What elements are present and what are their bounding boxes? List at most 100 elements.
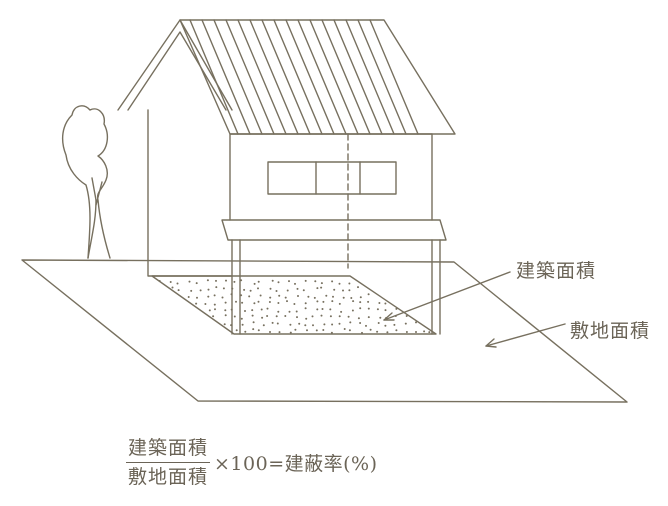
stipple-dot [243, 288, 246, 291]
stipple-dot [321, 308, 324, 310]
stipple-dot [231, 287, 234, 290]
stipple-dot [235, 329, 238, 332]
stipple-dot [361, 331, 363, 334]
stipple-dot [331, 300, 334, 303]
site-area-arrow [485, 323, 566, 348]
stipple-dot [257, 280, 260, 283]
site-area-label: 敷地面積 [570, 320, 651, 342]
stipple-dot [262, 324, 265, 327]
stipple-dot [367, 293, 370, 296]
stipple-dot [277, 310, 280, 313]
stipple-dot [296, 316, 298, 319]
stipple-dot [338, 282, 341, 285]
stipple-dot [235, 300, 237, 303]
stipple-dot [215, 286, 218, 289]
stipple-dot [187, 296, 190, 298]
stipple-dot [268, 301, 271, 303]
stipple-dot [223, 323, 226, 326]
stipple-dot [233, 315, 236, 318]
stipple-dot [289, 323, 292, 326]
stipple-dot [213, 303, 216, 306]
stipple-dot [213, 294, 216, 297]
stipple-dot [288, 310, 291, 313]
stipple-dot [257, 329, 260, 332]
stipple-dot [240, 317, 243, 320]
stipple-dot [348, 282, 351, 285]
stipple-dot [284, 315, 287, 317]
stipple-dot [405, 331, 408, 333]
stipple-dot [376, 330, 379, 333]
stipple-dot [379, 316, 382, 319]
stipple-dot [332, 295, 334, 298]
stipple-dot [312, 324, 314, 327]
stipple-dot [230, 308, 233, 311]
stipple-dot [367, 300, 370, 303]
stipple-dot [307, 295, 310, 298]
stipple-dot [188, 280, 191, 283]
stipple-dot [331, 323, 334, 326]
stipple-dot [359, 296, 362, 299]
fraction-bar [126, 462, 211, 464]
stipple-dot [316, 300, 319, 303]
stipple-dot [275, 315, 278, 318]
stipple-dot [367, 307, 370, 310]
stipple-dot [304, 302, 307, 305]
coverage-ratio-formula: 建築面積 敷地面積 ×100=建蔽率(%) [126, 436, 378, 489]
stipple-dot [357, 286, 359, 289]
stipple-dot [251, 314, 254, 317]
stipple-dot [221, 296, 224, 299]
stipple-dot [253, 282, 256, 285]
stipple-dot [357, 317, 360, 320]
stipple-dot [306, 329, 308, 332]
stipple-dot [271, 279, 274, 282]
stipple-dot [269, 296, 272, 299]
stipple-dot [323, 323, 326, 326]
stipple-dot [405, 315, 408, 317]
stipple-dot [376, 308, 379, 311]
window [267, 161, 397, 195]
stipple-dot [305, 317, 308, 320]
stipple-dot [367, 316, 370, 319]
stipple-dot [244, 330, 247, 333]
stipple-dot [207, 295, 210, 298]
stipple-dot [322, 300, 325, 303]
stipple-dot [348, 329, 351, 332]
stipple-dot [351, 309, 354, 312]
stipple-dot [359, 307, 362, 310]
stipple-dot [343, 328, 346, 330]
stipple-dot [251, 309, 254, 312]
stipple-dot [288, 280, 290, 283]
stipple-dot [378, 302, 381, 304]
stipple-dot [304, 324, 307, 327]
stipple-dot [266, 315, 269, 317]
stipple-dot [224, 309, 227, 312]
stipple-dot [404, 322, 407, 325]
stipple-dot [350, 297, 353, 299]
stipple-dot [222, 287, 225, 290]
stipple-dot [294, 328, 297, 331]
stipple-dot [289, 331, 292, 334]
stipple-dot [257, 287, 259, 290]
stipple-dot [241, 323, 244, 326]
stipple-dot [286, 289, 289, 292]
stipple-dot [386, 331, 389, 334]
stipple-dot [359, 301, 362, 304]
stipple-dot [195, 302, 198, 305]
footprint-dots [158, 279, 431, 334]
stipple-dot [322, 329, 325, 331]
stipple-dot [207, 288, 210, 291]
stipple-dot [257, 300, 260, 303]
stipple-dot [190, 289, 193, 292]
stipple-dot [212, 315, 215, 318]
stipple-dot [377, 322, 380, 324]
stipple-dot [225, 279, 227, 282]
house-gable [117, 19, 233, 111]
stipple-dot [276, 322, 279, 325]
stipple-dot [169, 281, 172, 283]
stipple-dot [393, 323, 396, 326]
stipple-dot [298, 322, 301, 325]
stipple-dot [348, 289, 351, 292]
stipple-dot [395, 307, 398, 310]
stipple-dot [275, 290, 278, 292]
